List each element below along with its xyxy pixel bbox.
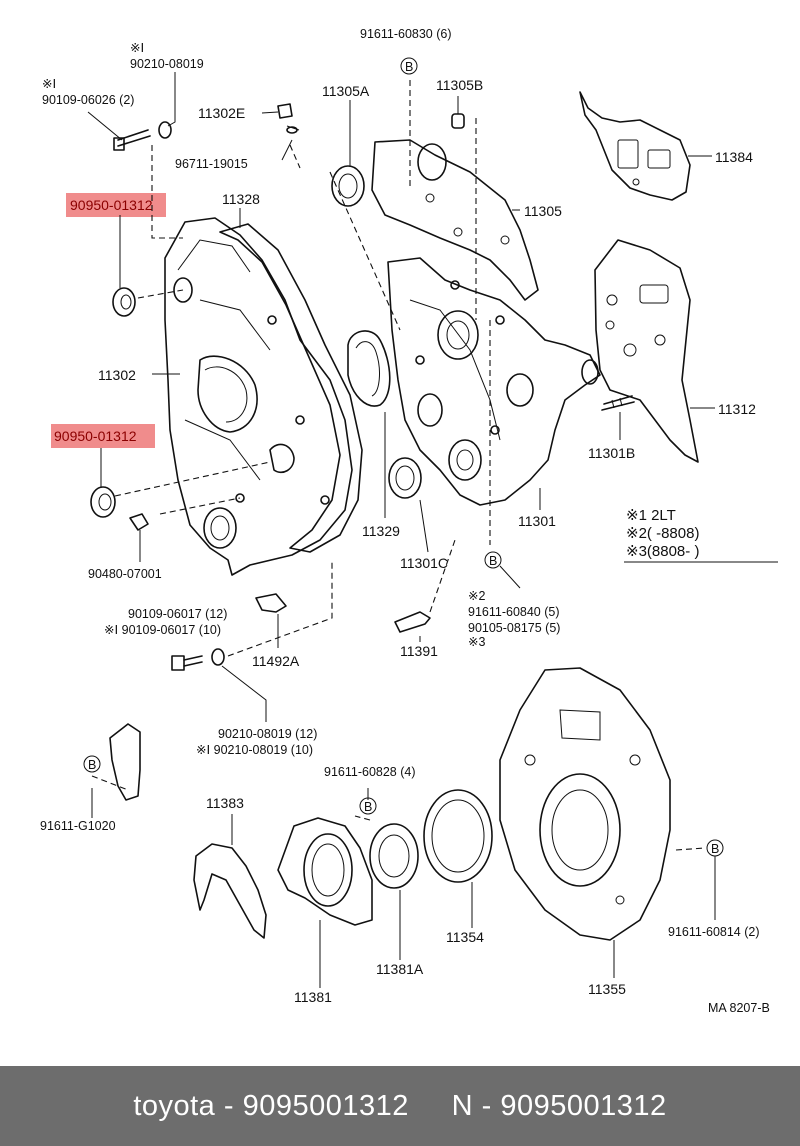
footer-bar: toyota - 9095001312 N - 9095001312 <box>0 1066 800 1146</box>
footer-n-part: N - 9095001312 <box>451 1089 667 1122</box>
label-90480-07001: 90480-07001 <box>88 567 162 581</box>
part-labels: ※Ⅰ 90210-08019 ※Ⅰ 90109-06026 (2) 11302E… <box>40 27 770 1015</box>
gasket-11312 <box>594 239 699 463</box>
label-star1-b: ※Ⅰ <box>42 77 56 91</box>
label-11305: 11305 <box>524 203 562 219</box>
label-90109-06017: 90109-06017 (12) <box>128 607 227 621</box>
bolt-90109-06017 <box>171 648 225 671</box>
stud-11301b <box>601 395 635 411</box>
label-11355: 11355 <box>588 981 626 997</box>
pin-11391 <box>394 611 431 633</box>
pin-11305b <box>451 113 465 129</box>
guide-lines <box>91 80 706 851</box>
timing-case-11301 <box>387 257 601 506</box>
gasket-11328 <box>219 223 363 553</box>
svg-text:B: B <box>364 800 372 814</box>
cover-11305 <box>371 139 539 301</box>
label-91611-60840: 91611-60840 (5) <box>468 605 560 619</box>
retainer-11381 <box>277 817 373 926</box>
timing-cover-11302 <box>164 217 353 576</box>
label-11305a: 11305A <box>322 83 370 99</box>
label-96711-19015: 96711-19015 <box>175 157 248 171</box>
plate-11384 <box>579 91 691 201</box>
b-marker-icon <box>83 755 101 773</box>
label-90210-08019-12: 90210-08019 (12) <box>218 727 317 741</box>
footer-text: toyota - 9095001312 N - 9095001312 <box>133 1090 666 1123</box>
label-90210-08019-10: ※Ⅰ 90210-08019 (10) <box>196 743 313 757</box>
label-90109-06017-b: ※Ⅰ 90109-06017 (10) <box>104 623 221 637</box>
highlight-box-bottom <box>51 424 155 448</box>
seal-90950-top <box>112 287 136 317</box>
leader-lines <box>87 72 778 988</box>
label-11391: 11391 <box>400 643 438 659</box>
svg-text:B: B <box>489 554 497 568</box>
b-marker-icon <box>400 57 418 75</box>
svg-text:B: B <box>88 758 96 772</box>
label-11381: 11381 <box>294 989 332 1005</box>
svg-text:B: B <box>711 842 719 856</box>
note-2: ※2( -8808) <box>626 525 699 542</box>
label-90950-01312-bottom: 90950-01312 <box>54 428 137 444</box>
parts-diagram: B B B B B ※Ⅰ 90210-08019 ※Ⅰ 90109-06026 … <box>40 27 778 1015</box>
oil-seal-11381a <box>369 823 419 889</box>
b-marker-icon <box>484 551 502 569</box>
svg-text:B: B <box>405 60 413 74</box>
label-11492a: 11492A <box>252 653 300 669</box>
label-star2: ※2 <box>468 589 485 603</box>
label-90109-06026: 90109-06026 (2) <box>42 93 134 107</box>
label-star1-a: ※Ⅰ <box>130 41 144 55</box>
label-11301: 11301 <box>518 513 556 529</box>
label-90105-08175: 90105-08175 (5) <box>468 621 560 635</box>
label-91611-60828: 91611-60828 (4) <box>324 765 416 779</box>
label-11383: 11383 <box>206 795 244 811</box>
label-11381a: 11381A <box>376 961 424 977</box>
label-11302: 11302 <box>98 367 136 383</box>
label-11328: 11328 <box>222 191 260 207</box>
note-1: ※1 2LT <box>626 507 676 524</box>
gasket-11329 <box>347 330 391 407</box>
plug-90480 <box>129 513 149 531</box>
label-90210-08019-top: 90210-08019 <box>130 57 204 71</box>
bolt-90109-06026 <box>113 121 172 151</box>
oil-seal-11305a <box>331 165 365 207</box>
label-star3: ※3 <box>468 635 485 649</box>
label-91611-60814: 91611-60814 (2) <box>668 925 760 939</box>
end-plate-11355 <box>499 667 671 941</box>
oil-seal-11354 <box>423 789 493 883</box>
label-11301b: 11301B <box>588 445 635 461</box>
label-91611-g1020: 91611-G1020 <box>40 819 116 833</box>
note-3: ※3(8808- ) <box>626 543 699 560</box>
label-11312: 11312 <box>718 401 756 417</box>
b-marker-icon <box>359 797 377 815</box>
b-markers: B B B B B <box>83 57 724 857</box>
plug-11302e <box>277 103 300 134</box>
footer-brand-part: toyota - 9095001312 <box>133 1089 409 1122</box>
reference-code: MA 8207-B <box>708 1001 770 1015</box>
bracket-11492a <box>255 593 287 613</box>
highlight-box-top <box>66 193 166 217</box>
plate-11383 <box>193 843 267 939</box>
bracket-91611-g1020 <box>109 723 141 801</box>
label-11354: 11354 <box>446 929 484 945</box>
label-90950-01312-top: 90950-01312 <box>70 197 153 213</box>
seal-90950-bottom <box>90 486 116 518</box>
label-11305b: 11305B <box>436 77 483 93</box>
label-11301c: 11301C <box>400 555 448 571</box>
label-11302e: 11302E <box>198 105 245 121</box>
label-11384: 11384 <box>715 149 753 165</box>
b-marker-icon <box>706 839 724 857</box>
label-91611-60830: 91611-60830 (6) <box>360 27 452 41</box>
oil-seal-11301c <box>388 457 422 499</box>
label-11329: 11329 <box>362 523 400 539</box>
